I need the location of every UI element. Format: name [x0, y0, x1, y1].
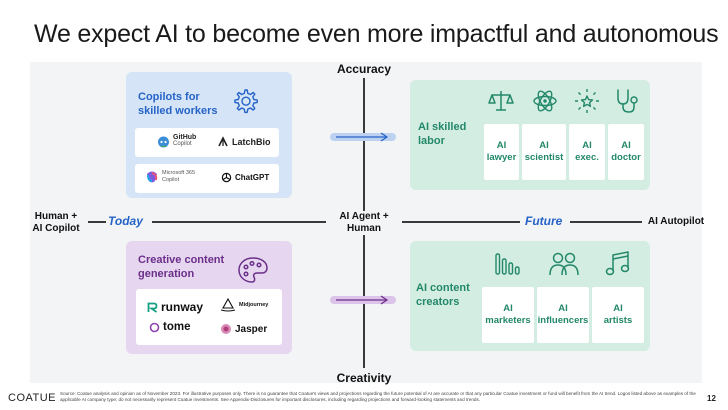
github-copilot-logo: GitHub Copilot [157, 134, 196, 148]
axis-bottom-label: Creativity [336, 371, 392, 385]
runway-icon [147, 302, 158, 313]
creative-box: Creative content generation runway Midjo… [126, 241, 292, 354]
logo-card-github-latch: GitHub Copilot LatchBio [135, 128, 279, 157]
ms-copilot-logo-text: Copilot [162, 177, 180, 183]
role-card-exec: AI exec. [569, 124, 605, 180]
footnote: Source: Coatue analysis and opinion as o… [60, 391, 696, 402]
copilot-logo-text: Copilot [173, 141, 192, 147]
copilots-title: Copilots for skilled workers [138, 91, 218, 117]
runway-logo: runway [147, 300, 203, 314]
axis-right-label: AI Autopilot [647, 216, 705, 227]
creative-title: Creative content generation [138, 254, 225, 280]
palette-icon [238, 257, 268, 283]
jasper-icon [221, 324, 231, 334]
role-card-artists: AI artists [592, 287, 644, 343]
future-label: Future [525, 214, 563, 228]
horizontal-axis-line-right [570, 221, 642, 223]
page-number: 12 [707, 394, 716, 403]
copilots-box: Copilots for skilled workers GitHub Copi… [126, 72, 292, 198]
jasper-logo: Jasper [220, 323, 267, 335]
role-card-influencers: AI influencers [537, 287, 589, 343]
skilled-labor-title: AI skilled labor [418, 121, 467, 147]
horizontal-axis-line-mid-right [402, 221, 520, 223]
atom-icon [533, 90, 557, 112]
tome-icon [149, 322, 160, 332]
microsoft-copilot-logo: Microsoft 365 Copilot [145, 170, 195, 184]
star-burst-icon [575, 89, 599, 113]
midjourney-icon [220, 298, 236, 312]
horizontal-axis-line-left [88, 221, 106, 223]
today-label: Today [108, 214, 143, 228]
github-copilot-icon [158, 136, 169, 147]
arrow-bottom-icon [336, 295, 389, 305]
role-card-lawyer: AI lawyer [484, 124, 519, 180]
role-card-doctor: AI doctor [608, 124, 644, 180]
creative-logos-card: runway Midjourney tome Jasper [136, 289, 282, 345]
chatgpt-icon [221, 172, 232, 183]
page-title: We expect AI to become even more impactf… [34, 20, 719, 48]
coatue-logo: COATUE [8, 392, 57, 404]
stethoscope-icon [617, 89, 638, 113]
tome-logo: tome [149, 321, 190, 333]
midjourney-logo: Midjourney [220, 298, 268, 312]
role-card-marketers: AI marketers [482, 287, 534, 343]
axis-center-label: AI Agent + Human [330, 211, 398, 235]
equalizer-icon [495, 253, 520, 275]
gear-icon [234, 89, 258, 114]
latchbio-logo: LatchBio [217, 136, 271, 148]
horizontal-axis-line-mid-left [152, 221, 326, 223]
content-creators-box: AI content creators AI marketers AI infl… [410, 241, 650, 351]
people-icon [549, 252, 579, 276]
music-note-icon [605, 251, 630, 276]
content-creators-title: AI content creators [416, 282, 470, 308]
axis-left-label: Human + AI Copilot [32, 211, 80, 234]
github-logo-text: GitHub [173, 134, 197, 141]
ms365-logo-text: Microsoft 365 [162, 170, 196, 176]
latchbio-icon [218, 136, 228, 147]
microsoft-copilot-icon [147, 171, 158, 183]
arrow-top-icon [336, 132, 389, 142]
axis-top-label: Accuracy [336, 62, 392, 76]
skilled-labor-box: AI skilled labor AI lawyer AI scientist … [410, 80, 650, 190]
scales-icon [488, 91, 514, 111]
chatgpt-logo: ChatGPT [221, 172, 269, 183]
role-card-scientist: AI scientist [522, 124, 566, 180]
logo-card-ms-chatgpt: Microsoft 365 Copilot ChatGPT [135, 164, 279, 193]
